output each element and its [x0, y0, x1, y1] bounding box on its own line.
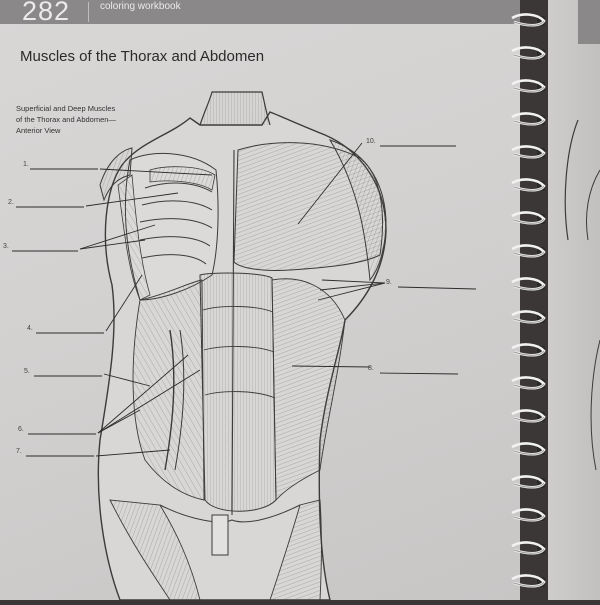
rectus-abdominis — [199, 272, 277, 512]
binding-coil-shadow — [513, 53, 545, 59]
serratus-anterior — [117, 174, 151, 301]
facing-page-header — [578, 0, 600, 44]
label-8: 8. — [368, 365, 374, 372]
thigh-muscles — [109, 499, 201, 600]
spiral-binding — [511, 13, 546, 588]
binding-coil-shadow — [513, 581, 545, 587]
figure-subtitle-line: Superficial and Deep Muscles — [16, 104, 116, 113]
facing-page — [548, 0, 600, 600]
pubic-symphysis — [211, 514, 229, 556]
label-1: 1. — [23, 161, 29, 168]
internal-oblique-right — [132, 279, 205, 501]
figure-subtitle: Superficial and Deep Muscles of the Thor… — [16, 103, 186, 136]
header-bar: 282 coloring workbook — [0, 0, 520, 26]
label-9: 9. — [386, 279, 392, 286]
groin-region — [159, 504, 301, 523]
figure-subtitle-line: Anterior View — [16, 126, 61, 135]
binding-coil-shadow — [513, 284, 545, 290]
binding-coil-shadow — [513, 383, 545, 389]
figure-subtitle-line: of the Thorax and Abdomen— — [16, 115, 116, 124]
cut-muscle-edge — [164, 329, 175, 471]
label-2: 2. — [8, 199, 14, 206]
binding-coil-shadow — [513, 218, 545, 224]
label-6: 6. — [18, 426, 24, 433]
header-caption: coloring workbook — [100, 1, 181, 12]
label-4: 4. — [27, 325, 33, 332]
binding-coil-shadow — [513, 449, 545, 455]
page-title: Muscles of the Thorax and Abdomen — [20, 48, 265, 65]
header-divider — [88, 2, 89, 22]
torso-muscle-illustration — [12, 91, 477, 600]
label-5: 5. — [24, 368, 30, 375]
leader-lines — [12, 142, 477, 457]
ribs — [139, 182, 213, 265]
binding-coil-shadow — [513, 548, 545, 554]
binding-coil-shadow — [513, 350, 545, 356]
tendinous-intersections — [202, 306, 276, 399]
external-oblique-left — [271, 278, 346, 502]
binding-coil-shadow — [513, 416, 545, 422]
label-3: 3. — [3, 243, 9, 250]
neck — [199, 91, 271, 126]
page-number: 282 — [22, 0, 71, 26]
binding-coil-shadow — [513, 152, 545, 158]
binding-coil-shadow — [513, 119, 545, 125]
binding-coils — [511, 13, 546, 588]
label-10: 10. — [366, 138, 376, 145]
cut-muscle-edge — [174, 329, 185, 471]
facing-page-illustration — [564, 119, 600, 471]
binding-coil-shadow — [513, 20, 545, 26]
binding-coil-shadow — [513, 317, 545, 323]
binding-coil-shadow — [513, 86, 545, 92]
label-7: 7. — [16, 448, 22, 455]
binding-coil-shadow — [513, 515, 545, 521]
deltoid-left — [328, 139, 387, 282]
workbook-page: 282 coloring workbook Muscles of the Tho… — [0, 0, 520, 600]
binding-coil-shadow — [513, 251, 545, 257]
binding-coil-shadow — [513, 185, 545, 191]
arm-stump-right — [99, 147, 133, 202]
binding-coil-shadow — [513, 482, 545, 488]
